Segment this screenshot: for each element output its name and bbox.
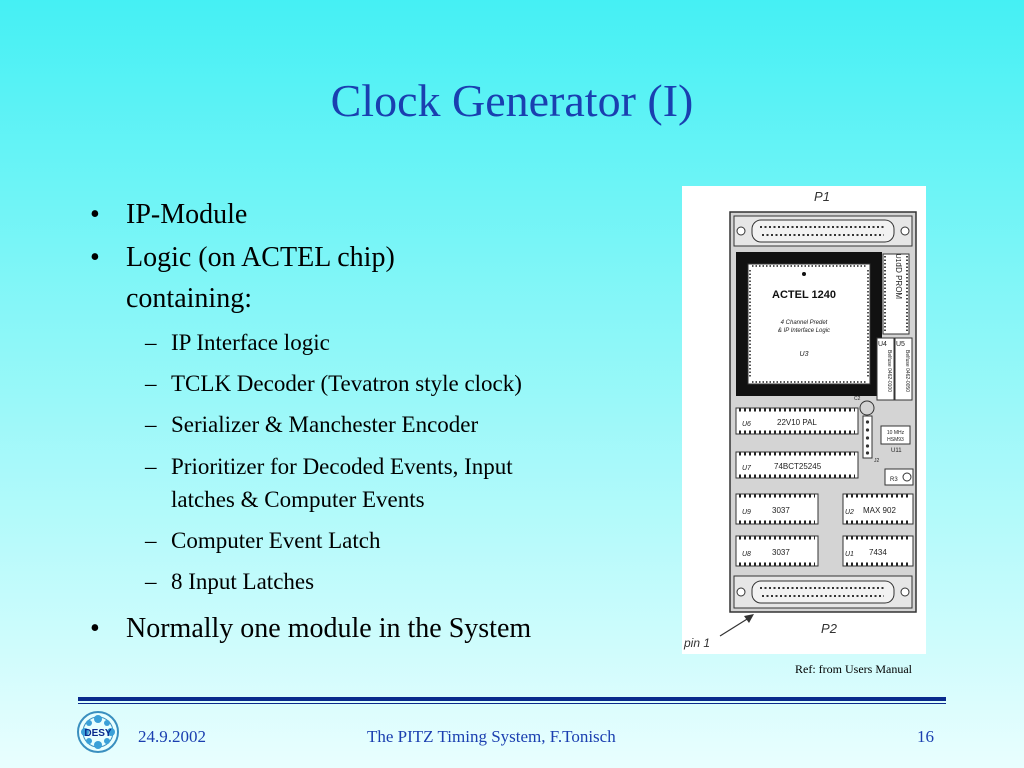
actel-sub2: & IP Interface Logic [778, 328, 830, 334]
p2-label: P2 [821, 621, 838, 636]
chip-ref: U1 [845, 551, 854, 558]
u4-label: U4 [878, 341, 887, 348]
chip-u1: U1 7434 [842, 535, 914, 567]
u5-part: Belfuse 0462-0050 [904, 350, 910, 392]
slide-title: Clock Generator (I) [330, 75, 694, 126]
chip-u9: U9 3037 [735, 493, 819, 525]
chip-ref: U7 [742, 465, 752, 472]
u5-belfuse: U5 Belfuse 0462-0050 [894, 337, 913, 401]
c2-label: C2 [854, 396, 861, 402]
subbullet-text: TCLK Decoder (Tevatron style clock) [171, 371, 522, 396]
chip-part: 74BCT25245 [774, 462, 822, 471]
subbullet-text: latches & Computer Events [171, 487, 425, 512]
bullet-text: IP-Module [126, 199, 248, 230]
actel-sub1: 4 Channel Predet [781, 320, 828, 326]
u5-label: U5 [896, 341, 905, 348]
osc-label-1: 10 MHz [887, 430, 905, 436]
bullet-dot: • [90, 613, 100, 644]
chip-ref: U6 [742, 421, 751, 428]
subbullet-text: Serializer & Manchester Encoder [171, 412, 479, 437]
oscillator: 10 MHz HSM93 [880, 425, 911, 445]
footer-rule-thin [78, 703, 946, 704]
subbullet-dash: – [145, 371, 157, 396]
chip-u7: U7 74BCT25245 [735, 451, 859, 479]
u10-id-prom: U10 ID PROM [882, 253, 910, 335]
j2-header [862, 415, 873, 459]
r3-resistor: R3 [884, 468, 914, 486]
u11-label: U11 [891, 448, 902, 454]
chip-part: MAX 902 [863, 506, 896, 515]
u4-part: Belfuse 0462-0100 [886, 350, 892, 392]
footer-center: The PITZ Timing System, F.Tonisch [367, 727, 616, 746]
j2-label: J2 [874, 458, 880, 464]
chip-part: 7434 [869, 548, 887, 557]
p2-connector [733, 575, 913, 609]
logo-text: DESY [84, 728, 112, 739]
bullet-text: Normally one module in the System [126, 613, 532, 644]
reference-note: Ref: from Users Manual [795, 662, 912, 676]
c2-capacitor [859, 400, 875, 416]
subbullet-dash: – [145, 454, 157, 479]
subbullet-dash: – [145, 330, 157, 355]
chip-part: 3037 [772, 548, 790, 557]
p1-connector [733, 215, 913, 247]
bullet-dot: • [90, 199, 100, 230]
footer-page-number: 16 [917, 727, 934, 746]
pcb-layout-diagram: P1 P2 pin 1 ACTEL 1240 4 Channel Predet … [682, 186, 926, 654]
chip-ref: U2 [845, 509, 854, 516]
chip-part: 22V10 PAL [777, 418, 817, 427]
chip-u8: U8 3037 [735, 535, 819, 567]
subbullet-dash: – [145, 412, 157, 437]
actel-ref: U3 [800, 351, 809, 358]
bullet-text: containing: [126, 283, 252, 314]
subbullet-text: 8 Input Latches [171, 569, 315, 594]
chip-part: 3037 [772, 506, 790, 515]
chip-u2: U2 MAX 902 [842, 493, 914, 525]
u4-belfuse: U4 Belfuse 0462-0100 [876, 337, 895, 401]
p1-label: P1 [814, 189, 830, 204]
subbullet-text: Computer Event Latch [171, 528, 381, 553]
id-prom-label: ID PROM [894, 265, 903, 300]
chip-ref: U8 [742, 551, 751, 558]
pin1-arrowhead [744, 614, 754, 623]
osc-label-2: HSM93 [887, 437, 904, 443]
u10-label: U10 [894, 254, 901, 267]
chip-u6: U6 22V10 PAL [735, 407, 859, 435]
subbullet-dash: – [145, 569, 157, 594]
bullet-dot: • [90, 242, 100, 273]
chip-ref: U9 [742, 509, 751, 516]
actel-title: ACTEL 1240 [772, 289, 836, 301]
subbullet-dash: – [145, 528, 157, 553]
subbullet-text: IP Interface logic [171, 330, 330, 355]
bullet-text: Logic (on ACTEL chip) [126, 242, 395, 273]
footer-rule-thick [78, 697, 946, 701]
r3-label: R3 [890, 477, 898, 483]
pin1-label: pin 1 [683, 636, 710, 650]
footer-date: 24.9.2002 [138, 727, 206, 746]
desy-logo: DESY [77, 711, 119, 753]
actel-chip: ACTEL 1240 4 Channel Predet & IP Interfa… [736, 252, 882, 396]
subbullet-text: Prioritizer for Decoded Events, Input [171, 454, 513, 479]
